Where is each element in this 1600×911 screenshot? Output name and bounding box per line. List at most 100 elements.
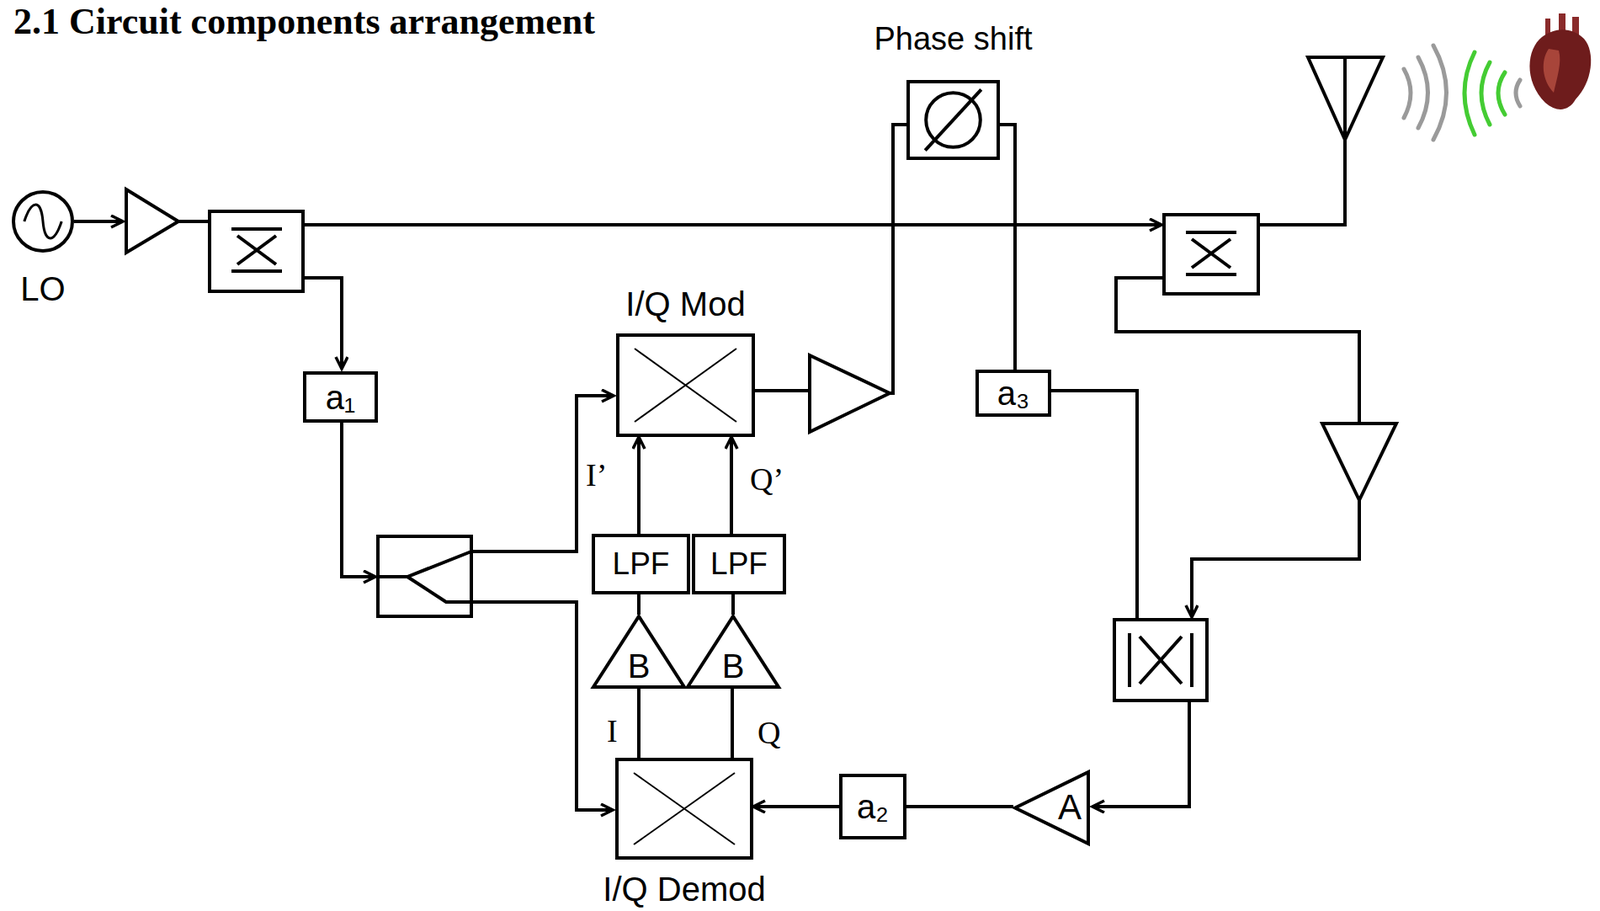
wave-arc [1481, 62, 1490, 125]
wave-arc [1403, 69, 1411, 118]
amplifier-triangle: B [591, 614, 686, 689]
node-label: I/Q Mod [625, 286, 745, 322]
heart-highlight [1543, 48, 1561, 93]
box-outline [616, 759, 752, 858]
box-outline [304, 372, 377, 421]
node-label: A [1057, 788, 1082, 826]
triangle-outline [593, 616, 685, 687]
attenuator-box: a₃ [975, 369, 1052, 417]
tx-wire [302, 223, 1162, 227]
node-label: B [627, 648, 651, 684]
wave-arc [1464, 52, 1475, 135]
amplifier-symbol [126, 189, 179, 253]
amplifier-triangle: A [1013, 770, 1090, 846]
signal-connector [999, 124, 1016, 370]
modulator-box: I/Q Mod [616, 333, 755, 437]
wires [74, 57, 1360, 810]
amp-wire [178, 219, 210, 224]
splitter-detail [377, 551, 472, 602]
mixer-symbol [1114, 619, 1207, 701]
shape-outline [11, 190, 75, 253]
attenuator-box: a₁ [302, 371, 378, 423]
node-label: a₁ [325, 379, 357, 415]
mixer-out-wire [1092, 700, 1190, 807]
signal-label: I [606, 714, 618, 749]
signal-connector [729, 436, 734, 534]
wave-arc [1433, 45, 1447, 140]
box-outline [693, 535, 785, 593]
signal-connector [731, 594, 735, 615]
demodulator-box: I/Q Demod [615, 757, 754, 860]
diagram-title: 2.1 Circuit components arrangement [13, 1, 596, 43]
attenuator-box: a₂ [839, 773, 907, 840]
signal-connector [730, 688, 734, 758]
node-label: LPF [612, 547, 670, 581]
node-label: B [722, 648, 745, 684]
shape-outline [906, 79, 1000, 160]
box-outline [977, 371, 1050, 415]
triangle-outline [1015, 771, 1089, 844]
signal-connector [637, 594, 641, 615]
wave-arc [1498, 72, 1505, 115]
box-outline [617, 334, 754, 436]
signal-label: I’ [585, 458, 607, 493]
filter-box: LPF [591, 533, 691, 595]
node-label: a₃ [997, 375, 1031, 411]
box-outline [840, 775, 905, 838]
box-outline [908, 81, 999, 159]
symbols [126, 57, 1397, 701]
wave-arc [1418, 57, 1429, 128]
oscillator-circle: LO [11, 190, 75, 253]
oscillator-outline [13, 191, 73, 251]
antenna-detail [1343, 57, 1347, 140]
lo-wire [74, 219, 123, 224]
coupler-symbol [209, 211, 303, 292]
mixer-cross [633, 772, 735, 845]
mod-out-wire [754, 388, 810, 393]
splitter-symbol [377, 536, 472, 617]
heart-body [1530, 29, 1592, 110]
a3-wire [1051, 390, 1138, 620]
antenna-symbol [1307, 57, 1383, 140]
signal-connector [637, 436, 641, 534]
lna-symbol [1322, 423, 1397, 500]
triangle-outline [687, 616, 779, 687]
node-label: LO [20, 271, 65, 307]
node-label: LPF [710, 547, 768, 581]
mixer-detail [1129, 632, 1192, 687]
signal-connector [906, 804, 1014, 808]
mod-lo-wire [471, 395, 614, 552]
wave-arc [1515, 79, 1521, 107]
mixer-cross [634, 348, 737, 422]
signal-label: Q [757, 716, 781, 750]
coupler-symbol [1164, 214, 1259, 294]
symbol-details [231, 57, 1345, 687]
node-label: a₂ [856, 788, 889, 824]
phase-slash [924, 89, 982, 150]
amplifier-triangle: B [685, 614, 781, 689]
demod-lo-wire [471, 601, 613, 810]
phase-in-wire [889, 124, 907, 394]
lna-wire [1191, 499, 1360, 617]
shape-outline [615, 757, 754, 860]
shape-outline [616, 333, 755, 437]
heart-illustration [1530, 13, 1592, 110]
box-outline [593, 535, 689, 593]
signal-label: Q’ [749, 462, 784, 497]
phase-shifter-box: Phase shift [906, 79, 1000, 160]
signal-connector [753, 804, 840, 808]
filter-box: LPF [691, 533, 787, 595]
waves [1403, 45, 1521, 140]
node-label: Phase shift [874, 22, 1033, 57]
coupler-detail [1185, 232, 1237, 275]
sine-symbol [24, 204, 62, 239]
connectors [638, 124, 1016, 807]
split-wire [341, 422, 376, 577]
coupler-detail [231, 228, 282, 272]
rx-wire [1116, 277, 1360, 424]
node-label: I/Q Demod [602, 871, 766, 907]
coupled-wire [302, 277, 342, 369]
amplifier-symbol [809, 355, 890, 432]
